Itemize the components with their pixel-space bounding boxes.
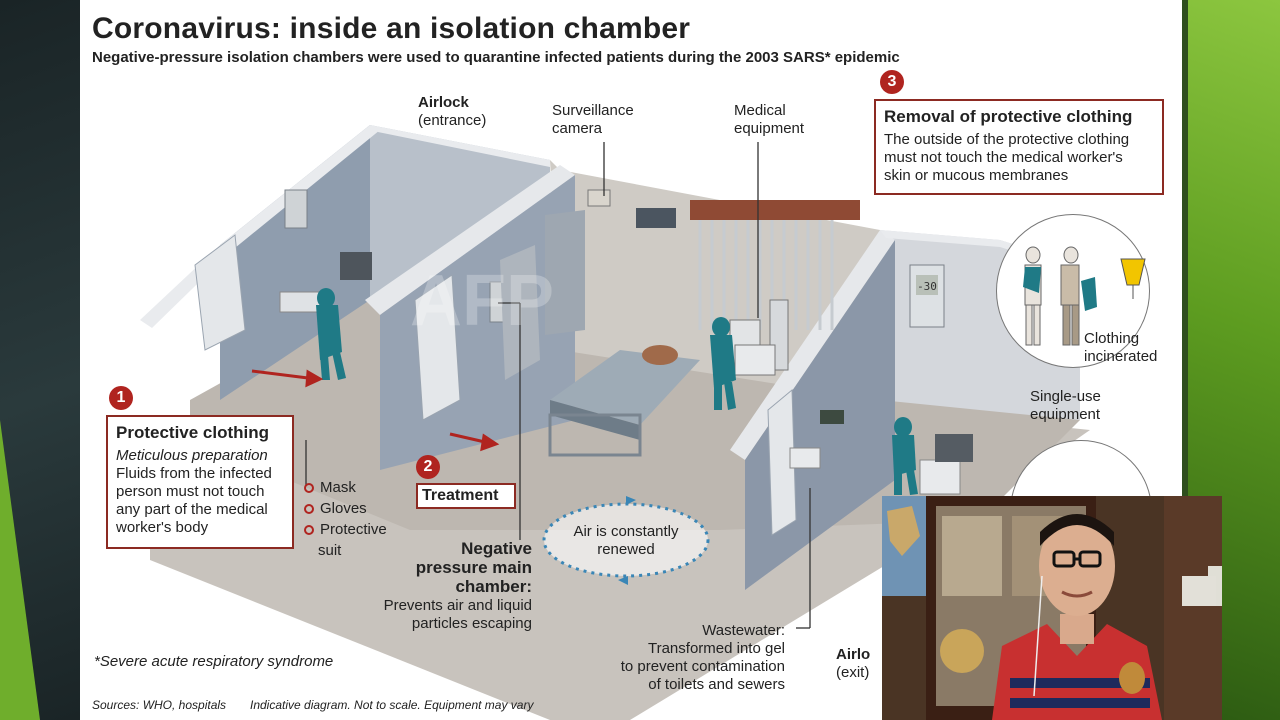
protective-heading: Protective clothing xyxy=(116,423,270,442)
treatment-callout: Treatment xyxy=(416,483,516,509)
webcam-overlay xyxy=(882,496,1222,720)
sources-note: Sources: WHO, hospitals xyxy=(92,698,227,712)
callout-number-1: 1 xyxy=(109,386,133,410)
list-item: Gloves xyxy=(304,498,387,519)
list-item: Protective xyxy=(304,519,387,540)
slide-accent-right xyxy=(1182,0,1188,720)
airlock-exit-label: Airlo (exit) xyxy=(836,646,871,681)
disclaimer-note: Indicative diagram. Not to scale. Equipm… xyxy=(250,698,534,712)
protective-clothing-callout: Protective clothing Meticulous preparati… xyxy=(106,415,294,549)
single-use-equipment-label: Single-use equipment xyxy=(1030,388,1101,423)
bullet-icon xyxy=(304,525,314,536)
presenter-video xyxy=(882,496,1222,720)
protective-text-1: Fluids from the infected xyxy=(116,465,272,482)
list-item: Mask xyxy=(304,477,387,498)
watermark: AFP xyxy=(410,261,554,341)
footnote: *Severe acute respiratory syndrome xyxy=(94,653,334,670)
wall-left-room xyxy=(220,125,370,400)
removal-heading: Removal of protective clothing xyxy=(884,107,1133,126)
treatment-label: Treatment xyxy=(422,487,499,504)
removal-text-1: The outside of the protective clothing xyxy=(884,131,1130,148)
protective-items-list: Mask Gloves Protective suit xyxy=(304,477,387,561)
clothing-incinerated-inset xyxy=(996,214,1150,368)
removal-clothing-callout: Removal of protective clothing The outsi… xyxy=(874,99,1164,195)
infographic-panel: Coronavirus: inside an isolation chamber… xyxy=(80,0,1182,720)
medical-equipment-label: Medical equipment xyxy=(734,102,805,137)
clothing-removal-icon xyxy=(1023,246,1146,346)
protective-italic: Meticulous preparation xyxy=(116,447,268,464)
bullet-icon xyxy=(304,504,314,515)
negative-pressure-label: Negative pressure main chamber: Prevents… xyxy=(383,539,532,633)
slide-accent-left xyxy=(0,420,40,720)
infographic-title: Coronavirus: inside an isolation chamber xyxy=(92,12,691,45)
pressure-monitor-value: -30 xyxy=(917,280,937,293)
protective-text-2: person must not touch xyxy=(116,483,265,500)
protective-text-3: any part of the medical xyxy=(116,501,268,518)
clothing-incinerated-label: Clothing incinerated xyxy=(1084,330,1158,365)
airlock-entrance-label: Airlock (entrance) xyxy=(418,94,487,129)
bullet-icon xyxy=(304,483,314,494)
air-renewed-label: Air is constantly renewed xyxy=(573,523,679,558)
surveillance-camera-label: Surveillance camera xyxy=(552,102,634,137)
protective-text-4: worker's body xyxy=(116,519,209,536)
removal-text-3: skin or mucous membranes xyxy=(884,167,1069,184)
callout-number-3: 3 xyxy=(880,70,904,94)
callout-number-2: 2 xyxy=(416,455,440,479)
wastewater-label: Wastewater: Transformed into gel to prev… xyxy=(620,622,785,693)
list-item: suit xyxy=(318,542,342,559)
removal-text-2: must not touch the medical worker's xyxy=(884,149,1123,166)
infographic-subtitle: Negative-pressure isolation chambers wer… xyxy=(92,49,900,66)
